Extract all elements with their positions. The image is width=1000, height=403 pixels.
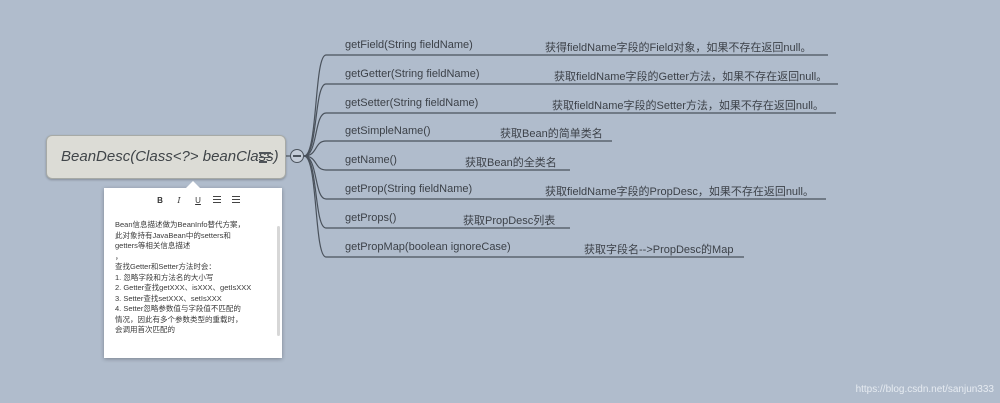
note-line: 4. Setter忽略参数值与字段值不匹配的: [115, 304, 241, 313]
branch-description: 获取fieldName字段的Setter方法，如果不存在返回null。: [552, 100, 824, 112]
branch-method: getSimpleName(): [345, 125, 431, 137]
bold-button[interactable]: B: [157, 196, 163, 205]
note-line: ，: [115, 251, 123, 261]
note-line: Bean信息描述做为BeanInfo替代方案，: [115, 220, 246, 229]
notes-toolbar: B I U: [156, 196, 240, 205]
branch-method: getField(String fieldName): [345, 39, 473, 51]
branch-line: [303, 155, 826, 200]
notes-text[interactable]: Bean信息描述做为BeanInfo替代方案，此对象持有JavaBean中的se…: [115, 220, 273, 336]
branch-description: 获取字段名-->PropDesc的Map: [584, 244, 734, 256]
note-line: 情况，因此有多个参数类型的重载时，: [115, 314, 243, 324]
branch-method: getGetter(String fieldName): [345, 68, 480, 80]
bullet-list-icon[interactable]: [213, 196, 221, 203]
branch-line: [303, 140, 612, 157]
numbered-list-icon[interactable]: [232, 196, 240, 203]
branch-description: 获取Bean的简单类名: [500, 128, 603, 140]
note-line: 3. Setter查找setXXX、setIsXXX: [115, 293, 222, 303]
branch-description: 获取fieldName字段的PropDesc，如果不存在返回null。: [545, 186, 814, 198]
note-line: 此对象持有JavaBean中的setters和: [115, 230, 231, 240]
notes-scrollbar[interactable]: [277, 226, 280, 336]
branch-line: [303, 155, 744, 258]
italic-button[interactable]: I: [177, 196, 181, 205]
note-line: 会调用首次匹配的: [115, 325, 175, 334]
branch-method: getSetter(String fieldName): [345, 97, 479, 109]
notes-icon[interactable]: [259, 152, 271, 163]
branch-method: getPropMap(boolean ignoreCase): [345, 241, 511, 253]
minus-circle-icon[interactable]: [290, 149, 304, 163]
note-line: getters等相关信息描述: [115, 241, 191, 250]
root-node[interactable]: BeanDesc(Class<?> beanClass): [46, 135, 286, 179]
branch-method: getProps(): [345, 212, 397, 224]
watermark: https://blog.csdn.net/sanjun333: [855, 384, 994, 395]
branch-line: [303, 155, 570, 171]
branch-method: getProp(String fieldName): [345, 183, 473, 195]
note-line: 2. Getter查找getXXX、isXXX、getIsXXX: [115, 283, 252, 292]
root-node-title: BeanDesc(Class<?> beanClass): [61, 148, 279, 165]
note-line: 查找Getter和Setter方法时会：: [115, 262, 216, 271]
branch-line: [303, 83, 838, 157]
branch-line: [303, 54, 828, 157]
notes-panel: B I U Bean信息描述做为BeanInfo替代方案，此对象持有JavaBe…: [104, 181, 282, 358]
underline-button[interactable]: U: [195, 196, 201, 205]
branch-line: [303, 112, 836, 157]
branch-description: 获取fieldName字段的Getter方法，如果不存在返回null。: [554, 71, 828, 83]
note-line: 1. 忽略字段和方法名的大小写: [115, 272, 214, 282]
branch-description: 获取PropDesc列表: [463, 215, 556, 227]
branch-method: getName(): [345, 154, 397, 166]
branch-description: 获取Bean的全类名: [465, 157, 557, 169]
branch-description: 获得fieldName字段的Field对象，如果不存在返回null。: [545, 42, 812, 54]
